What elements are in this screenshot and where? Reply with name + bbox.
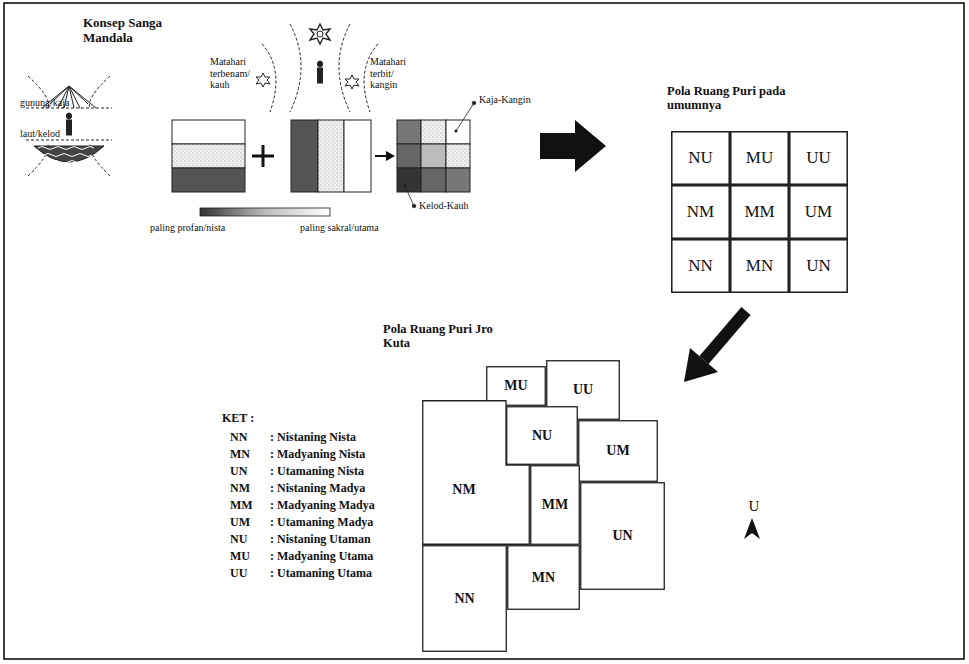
direction-label: Matahari terbenam/ kauh	[210, 56, 262, 91]
plan-room: MN	[507, 545, 580, 610]
legend-code: MN	[230, 448, 270, 462]
room-outline	[731, 132, 789, 185]
grid-cell: MM	[730, 185, 789, 239]
plan-room: MU	[486, 366, 546, 406]
plan-room: NU	[506, 406, 578, 465]
room-code: UU	[806, 148, 831, 168]
north-arrow	[744, 518, 760, 539]
sun-path-figure	[256, 24, 378, 112]
room-code: UN	[806, 256, 831, 276]
grid-cell: UU	[789, 131, 848, 185]
plan-room: MM	[530, 465, 580, 545]
leader-line	[404, 101, 476, 208]
big-arrow	[540, 120, 606, 172]
room-code: MM	[744, 202, 774, 222]
legend-title: KET :	[222, 412, 282, 426]
room-code: MN	[532, 570, 555, 586]
room-outline	[672, 240, 730, 293]
room-outline	[422, 400, 530, 545]
room-code: UM	[606, 443, 629, 459]
plan-room: UM	[578, 420, 658, 482]
legend-code: UM	[230, 516, 270, 530]
legend-text: : Nistaning Madya	[270, 482, 420, 496]
room-code: UU	[573, 382, 593, 398]
room-outline	[423, 401, 530, 545]
room-outline	[672, 186, 730, 239]
room-outline	[672, 132, 730, 185]
room-outline	[507, 407, 578, 465]
section-title: Pola Ruang Puri Jro Kuta	[383, 322, 521, 351]
plan-room: UN	[580, 482, 665, 590]
room-code: UM	[805, 202, 832, 222]
legend-code: MU	[230, 550, 270, 564]
callout-label: Kelod-Kauh	[419, 200, 499, 212]
grid-cell: MN	[730, 239, 789, 293]
room-code: NU	[532, 428, 552, 444]
section-title: Pola Ruang Puri pada umumnya	[667, 84, 817, 113]
grid-cell: NN	[671, 239, 730, 293]
room-code: MN	[746, 256, 773, 276]
grid-cell: NM	[671, 185, 730, 239]
legend-code: UU	[230, 567, 270, 581]
room-code: NU	[688, 148, 713, 168]
diagonal-arrow	[684, 311, 746, 382]
room-code: NN	[688, 256, 713, 276]
band-vertical	[291, 120, 371, 192]
room-outline	[423, 546, 507, 652]
north-label: U	[746, 498, 762, 515]
room-code: MM	[542, 497, 568, 513]
room-code: MU	[746, 148, 773, 168]
room-outline	[790, 186, 848, 239]
direction-label: Matahari terbit/ kangin	[370, 56, 416, 91]
legend-text: : Utamaning Utama	[270, 567, 420, 581]
plus-sign	[252, 145, 274, 167]
direction-label: gunung/kaja	[20, 97, 100, 109]
small-arrow	[375, 151, 395, 161]
room-code: UN	[612, 528, 632, 544]
legend-code: UN	[230, 465, 270, 479]
room-outline	[731, 240, 789, 293]
legend-text: : Madyaning Nista	[270, 448, 420, 462]
legend-code: MM	[230, 499, 270, 513]
section-title: Konsep Sanga Mandala	[83, 16, 183, 46]
combined-grid	[397, 120, 470, 192]
room-code: NM	[687, 202, 714, 222]
gradient-bar	[200, 208, 330, 216]
room-outline	[790, 132, 848, 185]
scale-label: paling sakral/utama	[300, 222, 420, 234]
legend-text: : Utamaning Madya	[270, 516, 420, 530]
room-outline	[487, 367, 546, 406]
room-code: NN	[454, 591, 474, 607]
room-outline	[790, 240, 848, 293]
legend-code: NN	[230, 431, 270, 445]
room-code: NM	[452, 482, 475, 498]
legend-text: : Utamaning Nista	[270, 465, 420, 479]
frame	[4, 3, 964, 659]
legend-code: NM	[230, 482, 270, 496]
grid-cell: UM	[789, 185, 848, 239]
room-code: MU	[504, 378, 527, 394]
callout-label: Kaja-Kangin	[479, 94, 559, 106]
room-outline	[508, 546, 580, 610]
grid-cell: UN	[789, 239, 848, 293]
scale-label: paling profan/nista	[150, 222, 270, 234]
room-outline	[531, 466, 580, 545]
direction-label: laut/kelod	[20, 128, 100, 140]
mountain-sea-figure	[26, 76, 112, 176]
plan-room: NN	[422, 545, 507, 652]
grid-cell: MU	[730, 131, 789, 185]
room-outline	[731, 186, 789, 239]
room-outline	[581, 483, 665, 590]
legend-text: : Nistaning Utaman	[270, 533, 420, 547]
band-horizontal	[172, 120, 245, 192]
room-outline	[579, 421, 658, 482]
legend-text: : Madyaning Utama	[270, 550, 420, 564]
legend-code: NU	[230, 533, 270, 547]
legend-text: : Madyaning Madya	[270, 499, 420, 513]
legend-text: : Nistaning Nista	[270, 431, 420, 445]
grid-cell: NU	[671, 131, 730, 185]
plan-room: NM	[422, 400, 530, 545]
